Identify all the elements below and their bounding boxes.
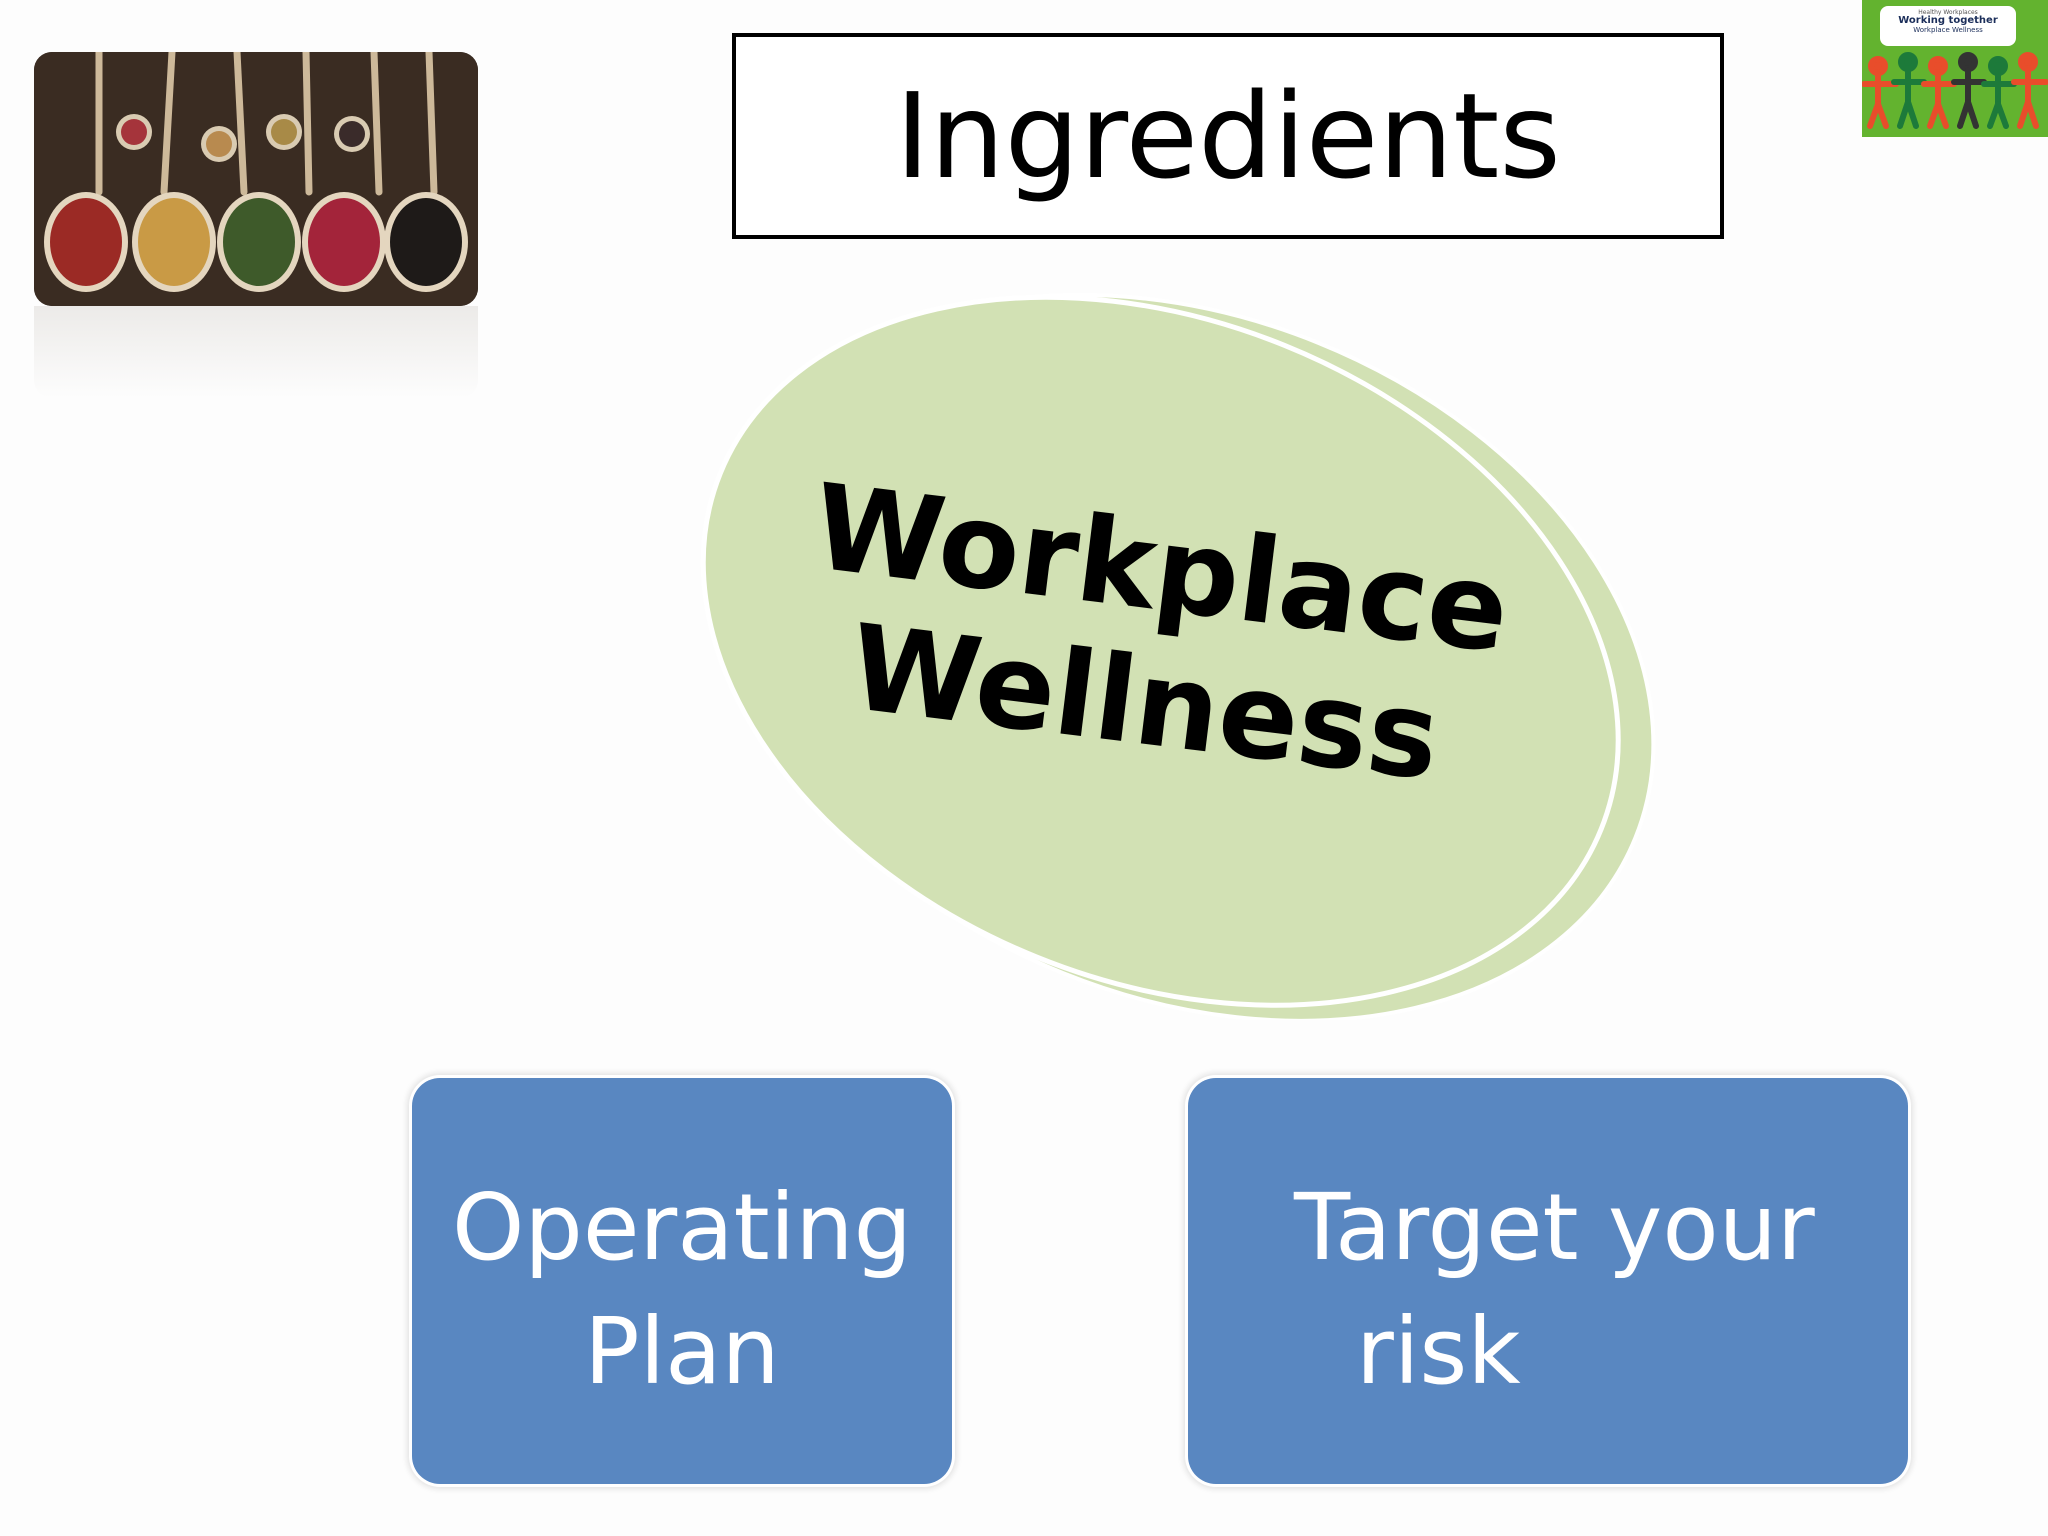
workplace-wellness-ellipse: Workplace Wellness — [680, 290, 1660, 1023]
operating-plan-line2: Plan — [584, 1298, 780, 1405]
operating-plan-text: Operating Plan — [412, 1166, 952, 1414]
workplace-wellness-logo: Healthy Workplaces Working together Work… — [1862, 0, 2048, 137]
logo-title: Working together — [1898, 15, 1998, 27]
logo-small-text: Healthy Workplaces — [1918, 9, 1978, 16]
logo-subtitle: Workplace Wellness — [1913, 25, 1983, 34]
target-your-risk-box: Target your risk — [1188, 1078, 1908, 1484]
people-chain-icon — [1862, 52, 2048, 129]
operating-plan-line1: Operating — [452, 1174, 912, 1281]
operating-plan-box: Operating Plan — [412, 1078, 952, 1484]
target-risk-line1: Target your — [1294, 1174, 1815, 1281]
spices-photo — [34, 52, 478, 306]
spices-spoons-illustration — [34, 52, 478, 306]
slide-title: Ingredients — [895, 67, 1561, 205]
logo-banner: Healthy Workplaces Working together Work… — [1880, 6, 2016, 46]
title-box: Ingredients — [732, 33, 1724, 239]
ellipse-shape: Workplace Wellness — [700, 292, 1656, 1023]
spices-photo-reflection — [34, 306, 478, 398]
target-risk-line2: risk — [1356, 1298, 1521, 1405]
